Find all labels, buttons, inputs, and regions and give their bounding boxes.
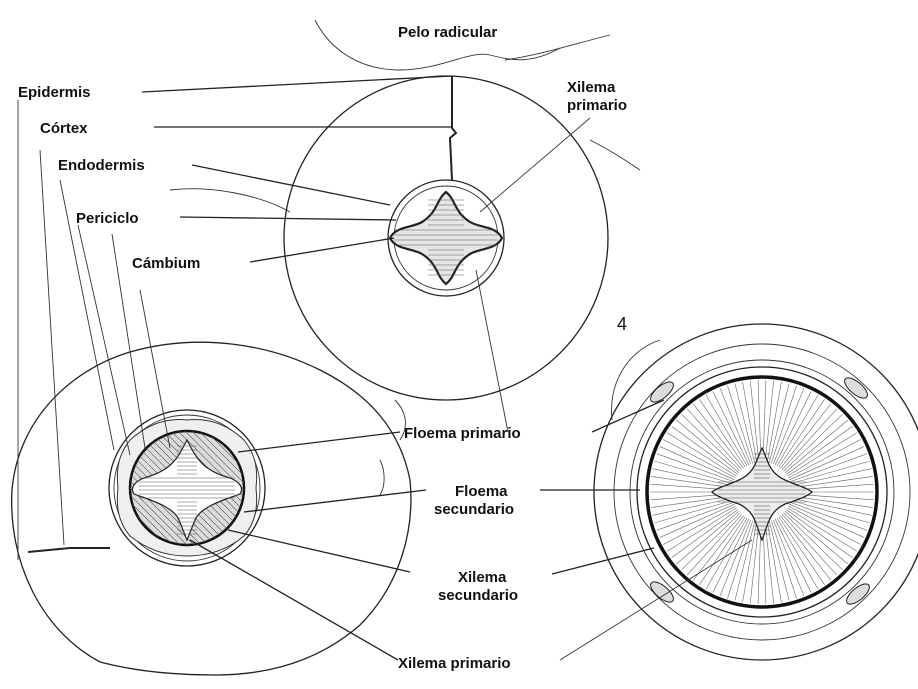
xylem-ray-line [693,516,743,581]
xylem-ray-line [775,391,811,465]
leader-floema-primario-right [592,400,664,432]
leader-floema-sec-left [244,490,426,512]
right-phloem-patch-4 [843,580,872,607]
xylem-ray-line [791,461,870,484]
xylem-ray-line [706,395,747,466]
xylem-ray-line [687,409,742,470]
secondary-xylem-hatch-line [245,428,365,548]
leader-floema-primario-top [476,270,508,432]
xylem-ray-line [713,391,749,465]
leader-endodermis [192,165,390,205]
xylem-ray-line [654,461,733,484]
leader-xilema-prim-left [190,540,398,660]
xylem-ray-line [681,513,740,570]
xylem-ray-line [775,519,811,593]
secondary-xylem-hatch-line [14,428,134,548]
leader-xilema-sec-left [228,530,410,572]
xylem-ray-line [663,439,735,477]
label-cambium: Cámbium [132,255,200,272]
root-hair-right [590,140,640,170]
xylem-ray-line [782,409,837,470]
xylem-ray-line [788,506,860,544]
xylem-ray-line [784,513,843,570]
xylem-ray-line [727,521,752,599]
xylem-ray-line [706,518,747,589]
xylem-ray-line [786,510,852,558]
xylem-ray-line [785,511,848,564]
label-floema-secundario-1: Floema [455,483,508,500]
xylem-ray-line [780,516,830,581]
xylem-ray-line [693,404,743,469]
root-hair-left [170,189,290,212]
label-floema-secundario-2: secundario [434,501,514,518]
leader-cambium [250,238,394,262]
xylem-ray-line [713,519,749,593]
label-xilema-primario-top-2: primario [567,97,627,114]
xylem-ray-line [771,385,796,463]
xylem-ray-line [681,414,740,471]
left-cortex-marker [28,548,110,552]
label-floema-primario: Floema primario [404,425,521,442]
label-periciclo: Periciclo [76,210,139,227]
xylem-ray-line [786,426,852,474]
xylem-ray-line [784,414,843,471]
xylem-ray-line [777,518,818,589]
root-hair-top-right [505,35,610,60]
cortex-thickness-marker [450,76,456,180]
label-endodermis: Endodermis [58,157,145,174]
labels: Pelo radicular Epidermis Córtex Endoderm… [18,24,627,672]
xylem-ray-line [785,420,848,473]
xylem-ray-line [676,420,739,473]
label-xilema-secundario-2: secundario [438,587,518,604]
xylem-ray-line [771,521,796,599]
xylem-ray-line [782,514,837,575]
label-xilema-primario-bottom: Xilema primario [398,655,511,672]
xylem-ray-line [687,514,742,575]
left-epidermis-tear-2 [380,460,384,495]
leader-periciclo [180,217,396,220]
right-phloem-patch-2 [841,374,870,401]
xylem-ray-line [727,385,752,463]
xylem-ray-line [654,500,733,523]
leader-periciclo-left [78,225,130,455]
secondary-root-section [594,324,918,660]
leader-epidermis [142,76,452,92]
label-pelo-radicular: Pelo radicular [398,24,497,41]
leader-cortex-left [40,150,64,545]
early-secondary-root-section [7,342,411,675]
xylem-ray-line [777,395,818,466]
label-xilema-secundario-1: Xilema [458,569,507,586]
xylem-ray-line [791,500,870,523]
xylem-ray-line [663,506,735,544]
leader-xilema-sec-right [552,548,654,574]
leader-xilema-top [480,118,590,212]
primary-root-section [170,20,640,400]
label-epidermis: Epidermis [18,84,91,101]
xylem-ray-line [671,426,737,474]
label-cortex: Córtex [40,120,88,137]
right-periderm-tear [612,340,660,420]
xylem-ray-line [676,511,739,564]
xylem-ray-line [671,510,737,558]
label-xilema-primario-top-1: Xilema [567,79,616,96]
label-stage-number: 4 [617,314,627,334]
xylem-ray-line [788,439,860,477]
xylem-ray-line [780,404,830,469]
leader-floema-primario-left [238,432,400,452]
